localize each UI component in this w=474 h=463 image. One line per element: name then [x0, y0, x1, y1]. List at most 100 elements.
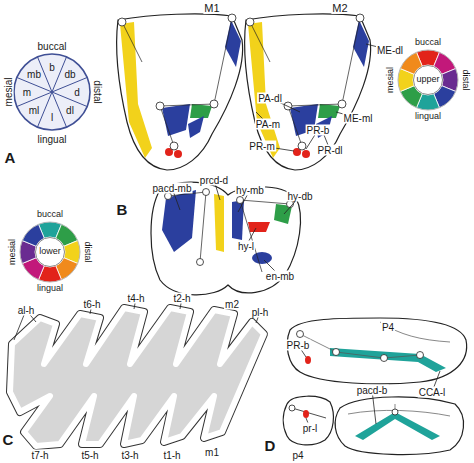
label-anchor: PA-dl [257, 93, 283, 104]
label-anchor: t1-h [162, 450, 181, 461]
wear-facet [174, 150, 182, 158]
label-anchor: PR-b [306, 125, 331, 136]
lower-molar [335, 397, 463, 455]
label-anchor: PR-b [286, 340, 311, 351]
label-anchor: ml [28, 105, 41, 116]
part-label: lingual [36, 284, 64, 294]
panel-letter: D [264, 438, 277, 455]
cusp-tip [246, 18, 254, 26]
wear-facet [303, 410, 309, 418]
part-label: hy-l [237, 241, 255, 252]
tooth-outline [245, 14, 371, 170]
label-anchor: lingual [414, 112, 442, 122]
crest-line [300, 322, 450, 358]
part-label: db [63, 69, 76, 80]
label-anchor: pl-h [251, 307, 270, 318]
part-label: t7-h [30, 450, 49, 461]
part-label: en-mb [265, 271, 295, 282]
part-label: b [48, 62, 56, 73]
wheel-rim [20, 222, 80, 282]
cusp-tip [381, 355, 388, 362]
label-anchor: t3-h [120, 450, 139, 461]
label-anchor: prcd-d [199, 175, 229, 186]
wear-facet [252, 252, 272, 264]
label-anchor: lingual [36, 284, 64, 294]
label-anchor: t5-h [80, 450, 99, 461]
label-anchor: hy-mb [235, 185, 265, 196]
label-anchor: M1 [203, 2, 220, 14]
lophodont-molar [10, 308, 264, 446]
label-anchor: d [73, 87, 81, 98]
label-anchor: CCA-l [418, 387, 447, 398]
label-anchor: p4 [291, 450, 304, 461]
crest-line [250, 18, 360, 146]
label-anchor: C [2, 432, 15, 449]
part-label: PR-b [306, 125, 331, 136]
label-anchor: b [48, 62, 56, 73]
crest-line [168, 192, 290, 272]
part-label: buccal [36, 210, 64, 220]
tooth-outline [287, 318, 466, 384]
circle-outline [14, 54, 90, 130]
label-anchor: al-h [17, 305, 36, 316]
part-label: d [73, 87, 81, 98]
part-label: PR-dl [316, 145, 343, 156]
wheel-label: upper [416, 75, 439, 85]
label-anchor: P4 [381, 322, 395, 333]
label-anchor: l [50, 112, 54, 123]
label-anchor: m [22, 87, 32, 98]
label-anchor: distal [92, 79, 103, 104]
part-label: m1 [204, 447, 220, 458]
label-anchor: M2 [331, 2, 348, 14]
part-label: M2 [331, 2, 348, 14]
tooth-outline [10, 308, 264, 446]
wear-facet [120, 22, 152, 158]
cusp-tip [237, 197, 244, 204]
label-anchor: buccal [36, 210, 64, 220]
part-label: buccal [37, 41, 68, 52]
label-anchor: PA-m [255, 119, 281, 130]
part-label: p4 [291, 450, 304, 461]
part-label: M1 [203, 2, 220, 14]
panel-letter: B [116, 202, 129, 219]
label-anchor: A [4, 150, 17, 167]
wear-facet [353, 20, 369, 67]
wheel-center: upper [413, 65, 443, 95]
label-anchor: t4-h [126, 293, 145, 304]
part-label: al-h [17, 305, 36, 316]
cusp-tip [210, 100, 218, 108]
cusp-tip [298, 142, 306, 150]
wear-facet [248, 222, 270, 232]
wear-facet [214, 194, 224, 252]
part-label: mesial [386, 66, 396, 94]
sector-line [38, 57, 67, 127]
part-label: pacd-b [356, 385, 389, 396]
cusp-tip [203, 189, 210, 196]
label-anchor: mesial [386, 66, 396, 94]
label-anchor: lingual [37, 134, 68, 145]
dentine-field [10, 308, 264, 446]
label-anchor: mesial [8, 238, 18, 266]
wear-facet [225, 20, 241, 67]
part-label: pr-l [302, 423, 318, 434]
part-label: P4 [381, 322, 395, 333]
part-label: t4-h [126, 293, 145, 304]
label-anchor: ME-dl [376, 45, 404, 56]
part-label: t1-h [162, 450, 181, 461]
part-label: pl-h [251, 307, 270, 318]
cusp-tip [417, 352, 424, 359]
part-label: hy-mb [235, 185, 265, 196]
premolar-lower [283, 396, 333, 445]
part-label: prcd-d [199, 175, 229, 186]
cusp-tip [118, 18, 126, 26]
premolar-upper [287, 318, 466, 384]
panel-letter: A [4, 150, 17, 167]
upper-molar [245, 14, 371, 170]
part-label: CCA-l [418, 387, 447, 398]
part-label: t5-h [80, 450, 99, 461]
wear-facet [302, 150, 310, 158]
cusp-tip [297, 331, 304, 338]
direction-circle [14, 54, 90, 130]
